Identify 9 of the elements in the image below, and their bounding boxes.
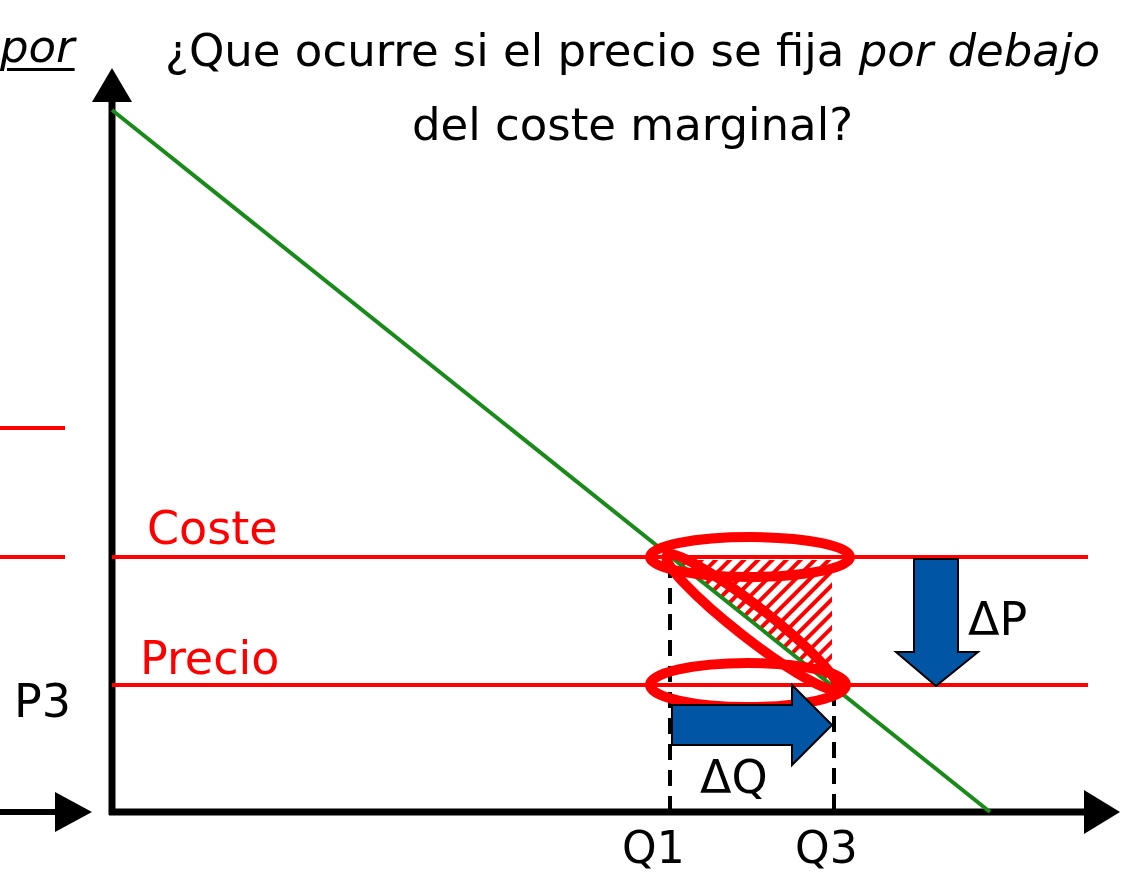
line-label: Coste xyxy=(147,505,278,551)
cut-off-text: por xyxy=(0,24,75,69)
line-label: Precio xyxy=(140,635,280,681)
change-label: ΔQ xyxy=(700,754,768,800)
slide-title: ¿Que ocurre si el precio se fija por debajo del coste marginal? xyxy=(164,23,1101,153)
axis-label: Q1 xyxy=(622,826,685,870)
axis-label: Q3 xyxy=(795,826,858,870)
change-label: ΔP xyxy=(968,596,1028,642)
axis-label: P3 xyxy=(14,678,71,724)
